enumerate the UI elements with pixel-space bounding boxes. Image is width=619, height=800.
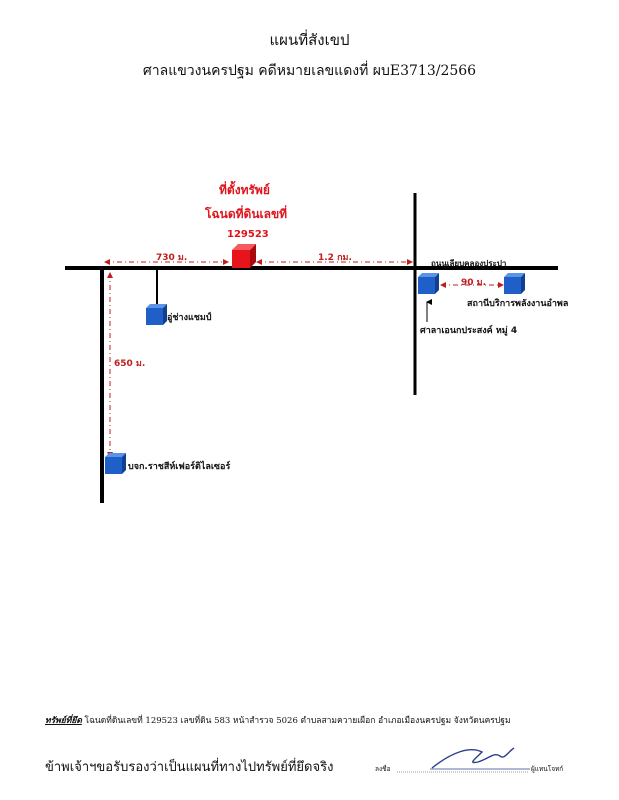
asset-description: ทรัพย์ที่ยึด โฉนดที่ดินเลขที่ 129523 เลข… xyxy=(45,713,511,727)
sign-prefix: ลงชื่อ xyxy=(375,765,391,773)
property-title-line1: ที่ตั้งทรัพย์ xyxy=(219,183,270,197)
certify-text: ข้าพเจ้าฯขอรับรองว่าเป็นแผนที่ทางไปทรัพย… xyxy=(45,760,334,775)
distance-left-label: 730 ม. xyxy=(156,253,188,263)
asset-label: ทรัพย์ที่ยึด xyxy=(45,716,82,726)
signature-icon xyxy=(397,747,530,773)
gas-station-label: สถานีบริการพลังงานอำพล xyxy=(467,299,569,309)
deed-number: 129523 xyxy=(227,229,269,240)
property-title-line2: โฉนดที่ดินเลขที่ xyxy=(205,207,288,221)
gas-station-marker-icon xyxy=(504,273,525,294)
asset-text: โฉนดที่ดินเลขที่ 129523 เลขที่ดิน 583 หน… xyxy=(81,716,511,726)
road-name-label: ถนนเลียบคลองประปา xyxy=(431,259,507,268)
company-label: บจก.ราชสีห์เฟอร์ติไลเซอร์ xyxy=(128,462,231,472)
pavilion-marker-icon xyxy=(418,273,439,294)
sign-suffix: ผู้แทนโจทก์ xyxy=(531,765,564,773)
garage-marker-icon xyxy=(146,304,167,325)
company-marker-icon xyxy=(105,453,126,474)
garage-label: อู่ช่างแชมป์ xyxy=(167,313,212,323)
pavilion-label: ศาลาเอนกประสงค์ หมู่ 4 xyxy=(420,326,518,336)
distance-vertical-label: 650 ม. xyxy=(114,359,146,369)
page-title: แผนที่สังเขป xyxy=(269,31,350,49)
property-marker-icon xyxy=(232,244,256,268)
distance-gas-label: 90 ม. xyxy=(461,278,487,288)
page-subtitle: ศาลแขวงนครปฐม คดีหมายเลขแดงที่ ผบE3713/2… xyxy=(142,63,477,79)
distance-right-label: 1.2 กม. xyxy=(318,253,352,263)
